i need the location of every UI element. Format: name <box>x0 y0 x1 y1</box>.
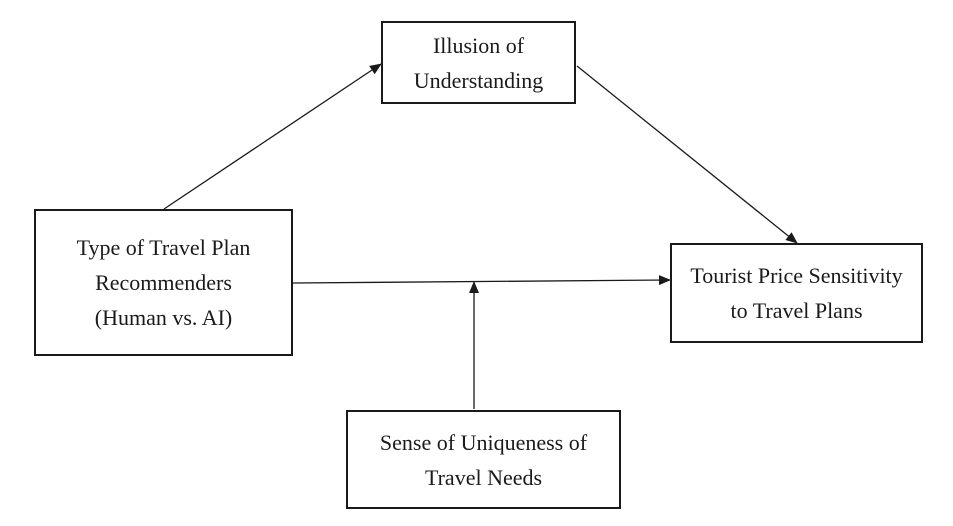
node-recommender-type-line-3: (Human vs. AI) <box>94 305 233 330</box>
node-price-sensitivity-line-2: to Travel Plans <box>730 298 863 323</box>
node-uniqueness-line-1: Sense of Uniqueness of <box>379 429 588 455</box>
node-price-sensitivity: Tourist Price Sensitivity to Travel Plan… <box>670 243 923 343</box>
node-price-sensitivity-line-1: Tourist Price Sensitivity <box>690 263 903 288</box>
arrow-type-to-illusion <box>163 63 382 210</box>
node-illusion-of-understanding: Illusion of Understanding <box>381 21 576 104</box>
node-illusion-line-2: Understanding <box>413 67 544 93</box>
node-illusion-line-1: Illusion of <box>432 32 525 58</box>
arrow-illusion-to-price <box>576 65 798 244</box>
node-recommender-type-line-2: Recommenders <box>95 270 232 295</box>
node-sense-of-uniqueness: Sense of Uniqueness of Travel Needs <box>346 410 621 509</box>
arrow-type-to-price <box>292 275 671 286</box>
node-uniqueness-line-2: Travel Needs <box>424 464 543 490</box>
node-recommender-type: Type of Travel Plan Recommenders (Human … <box>34 209 293 356</box>
node-recommender-type-line-1: Type of Travel Plan <box>76 235 251 260</box>
